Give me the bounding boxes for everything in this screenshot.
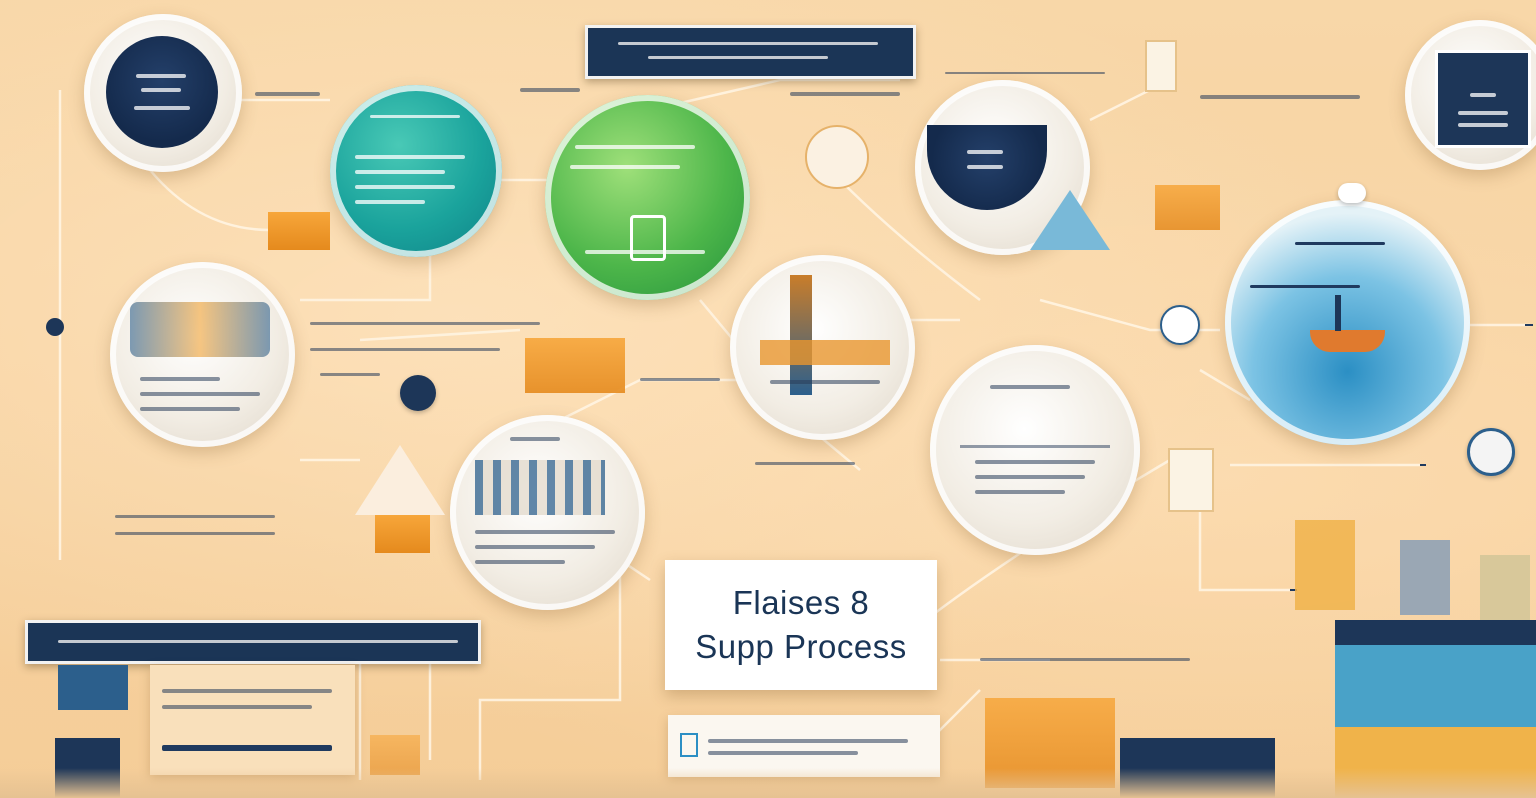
- top-banner: [585, 25, 916, 79]
- label-stub: [520, 88, 580, 92]
- clipboard-icon: [1145, 40, 1177, 92]
- calendar-icon: [106, 36, 218, 148]
- tower-circle: [730, 255, 915, 440]
- briefcase-circle: [1405, 20, 1536, 170]
- label-stub: [115, 515, 275, 518]
- package-icon: [268, 212, 330, 250]
- label-stub: [310, 322, 540, 325]
- gear-icon: [1467, 428, 1515, 476]
- label-stub: [755, 462, 855, 465]
- building-icon: [1400, 540, 1450, 615]
- process-circle: [930, 345, 1140, 555]
- flower-icon: [400, 375, 436, 411]
- bottom-left-banner: [25, 620, 481, 664]
- title-card: Flaises 8 Supp Process: [665, 560, 937, 690]
- building-icon: [1480, 555, 1530, 620]
- package-icon: [525, 338, 625, 393]
- stacked-boxes-icon: [1295, 520, 1355, 610]
- hourglass-circle: [915, 80, 1090, 255]
- pyramid-icon: [355, 445, 445, 515]
- label-stub: [115, 532, 275, 535]
- warehouse-icon: [475, 460, 605, 515]
- label-stub: [640, 378, 720, 381]
- truck-icon: [1155, 185, 1220, 230]
- tower-icon: [790, 275, 812, 395]
- briefcase-icon: [1435, 50, 1531, 148]
- label-stub: [255, 92, 320, 96]
- bottom-note-card: [668, 715, 940, 777]
- calendar-circle: [84, 14, 242, 172]
- title-line-2: Supp Process: [695, 628, 907, 665]
- floor: [0, 768, 1536, 798]
- info-box: [58, 665, 128, 710]
- gear-icon: [130, 302, 270, 357]
- label-stub: [320, 373, 380, 376]
- label-stub: [945, 72, 1105, 74]
- hourglass-icon: [630, 215, 666, 261]
- hourglass-icon: [927, 125, 1047, 210]
- tent-icon: [1030, 190, 1110, 250]
- teal-info-circle: [330, 85, 502, 257]
- label-stub: [790, 92, 900, 96]
- label-stub: [980, 658, 1190, 661]
- pyramid-base: [375, 515, 430, 553]
- left-note-card: [150, 665, 355, 775]
- list-icon: [1168, 448, 1214, 512]
- cloud-icon: [1338, 183, 1366, 203]
- green-process-circle: [545, 95, 750, 300]
- ship-circle: [1225, 200, 1470, 445]
- workers-circle: [110, 262, 295, 447]
- location-pin-icon: [46, 318, 64, 336]
- gauge-icon: [805, 125, 869, 189]
- label-stub: [1200, 95, 1360, 99]
- gear-icon: [1160, 305, 1200, 345]
- ship-icon: [1310, 330, 1385, 352]
- label-stub: [310, 348, 500, 351]
- title-line-1: Flaises 8: [732, 584, 870, 621]
- warehouse-circle: [450, 415, 645, 610]
